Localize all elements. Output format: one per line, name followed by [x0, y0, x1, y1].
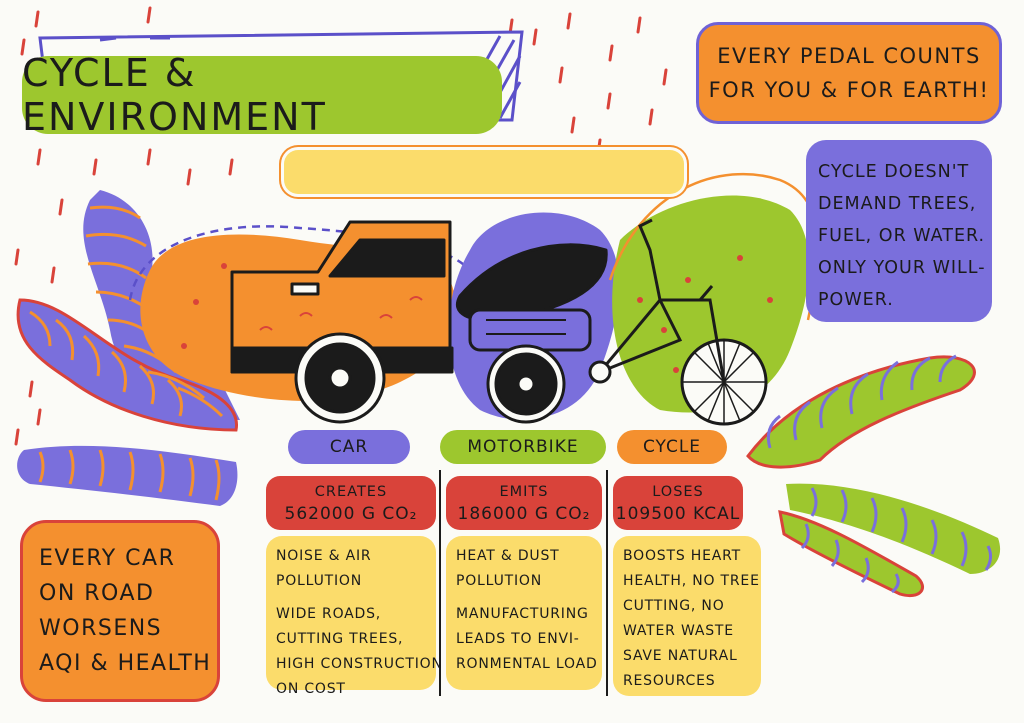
cycle-description: BOOSTS HEART HEALTH, NO TREE CUTTING, NO… [613, 536, 761, 696]
car-stat-verb: CREATES [314, 484, 388, 500]
car-note-line: WORSENS [39, 616, 163, 641]
car-desc-line: CUTTING TREES, [276, 631, 404, 647]
column-divider [439, 470, 441, 696]
info-line: DEMAND TREES, [818, 194, 977, 214]
cycle-stat-verb: LOSES [652, 484, 704, 500]
cycle-desc-line: BOOSTS HEART [623, 548, 741, 564]
motorbike-label: MOTORBIKE [440, 430, 606, 464]
car-label: CAR [288, 430, 410, 464]
left-striped-shapes [16, 190, 240, 506]
red-dash-pattern [14, 6, 792, 464]
car-desc-line: HIGH CONSTRUCTION [276, 656, 443, 672]
cycle-desc-line: WATER WASTE [623, 623, 734, 639]
right-striped-shapes [746, 354, 1001, 597]
motorbike-stat-verb: EMITS [499, 484, 549, 500]
info-line: FUEL, OR WATER. [818, 226, 986, 246]
car-illustration [230, 220, 454, 424]
car-note-line: EVERY CAR [39, 546, 176, 571]
slogan-line-2: FOR YOU & FOR EARTH! [708, 78, 990, 102]
car-desc-line: POLLUTION [276, 573, 362, 589]
cycle-desc-line: RESOURCES [623, 673, 716, 689]
bicycle-illustration [588, 218, 768, 426]
cycle-info-box: CYCLE DOESN'T DEMAND TREES, FUEL, OR WAT… [806, 140, 992, 322]
motorbike-description: HEAT & DUST POLLUTION MANUFACTURING LEAD… [446, 536, 602, 690]
motorbike-stat-box: EMITS 186000 g CO₂ [446, 476, 602, 530]
cycle-label: CYCLE [617, 430, 727, 464]
car-desc-line: ON COST [276, 681, 346, 697]
car-description: NOISE & AIR POLLUTION WIDE ROADS, CUTTIN… [266, 536, 443, 697]
cycle-stat-box: LOSES 109500 kcal [613, 476, 743, 530]
car-note-box: EVERY CAR ON ROAD WORSENS AQI & HEALTH [20, 520, 220, 702]
motorbike-desc-line: POLLUTION [456, 573, 542, 589]
motorbike-illustration [456, 243, 608, 424]
motorbike-desc-line: HEAT & DUST [456, 548, 560, 564]
car-stat-box: CREATES 562000 g CO₂ [266, 476, 436, 530]
yellow-banner [284, 150, 684, 194]
car-note-line: AQI & HEALTH [39, 651, 212, 676]
cycle-desc-line: HEALTH, NO TREE [623, 573, 760, 589]
car-desc-line: WIDE ROADS, [276, 606, 382, 622]
cycle-desc-line: CUTTING, NO [623, 598, 725, 614]
car-note-line: ON ROAD [39, 581, 155, 606]
slogan-line-1: EVERY PEDAL COUNTS [717, 44, 981, 68]
page-title: CYCLE & ENVIRONMENT [22, 51, 502, 139]
car-desc-line: NOISE & AIR [276, 548, 372, 564]
cycle-stat-value: 109500 kcal [615, 504, 741, 524]
cycle-desc-line: SAVE NATURAL [623, 648, 738, 664]
slogan-box: EVERY PEDAL COUNTS FOR YOU & FOR EARTH! [696, 22, 1002, 124]
car-stat-value: 562000 g CO₂ [284, 504, 418, 524]
motorbike-desc-line: RONMENTAL LOAD [456, 656, 598, 672]
motorbike-desc-line: MANUFACTURING [456, 606, 589, 622]
info-line: ONLY YOUR WILL- [818, 258, 986, 278]
info-line: POWER. [818, 290, 894, 310]
info-line: CYCLE DOESN'T [818, 162, 970, 182]
motorbike-desc-line: LEADS TO ENVI- [456, 631, 580, 647]
column-divider [606, 470, 608, 696]
orange-blob-dashed-outline [128, 225, 471, 301]
motorbike-stat-value: 186000 g CO₂ [457, 504, 591, 524]
